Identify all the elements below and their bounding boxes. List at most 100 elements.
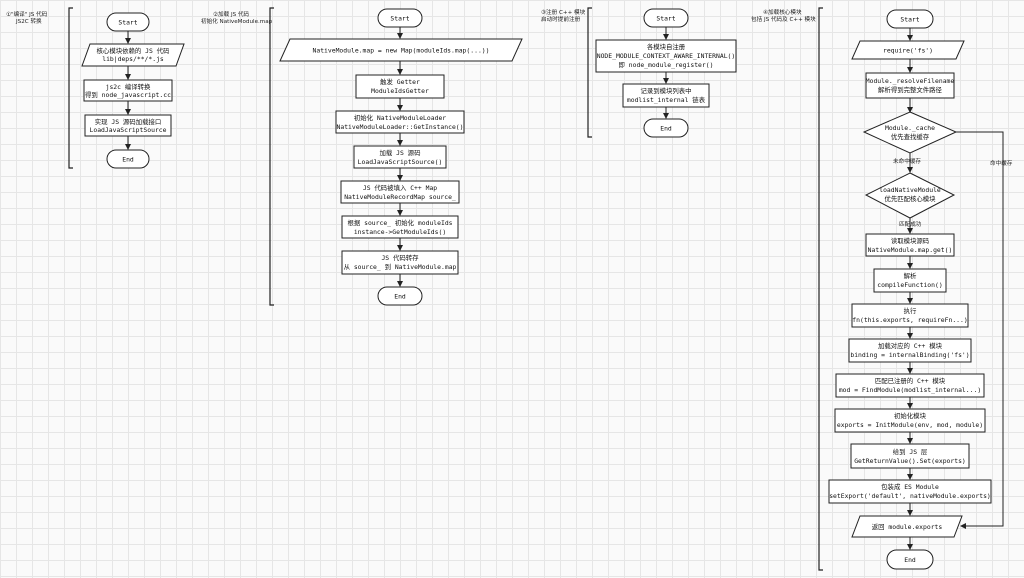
s4-edge-label-cache-miss: 未命中缓存 xyxy=(893,157,921,165)
s3-step-1-process: 各模块自注册 NODE_MODULE_CONTEXT_AWARE_INTERNA… xyxy=(595,39,737,73)
s3-end-label: End xyxy=(660,125,672,133)
s3-start-label: Start xyxy=(656,15,675,23)
s2-step-3-line-2: NativeModuleLoader::GetInstance() xyxy=(337,123,464,131)
s2-step-6-process: 根据 source_ 初始化 moduleIds instance->GetMo… xyxy=(341,215,459,239)
s4-step-2-line-1: Module._resolveFilename xyxy=(866,77,955,85)
section-4-title-line-2: 包括 JS 代码及 C++ 模块 xyxy=(751,15,816,23)
section-1-bracket xyxy=(68,7,73,169)
s4-step-12-line-2: setExport('default', nativeModule.export… xyxy=(829,492,991,500)
s2-step-7-line-1: JS 代码转存 xyxy=(381,253,419,262)
s3-step-1-line-2: NODE_MODULE_CONTEXT_AWARE_INTERNAL() xyxy=(597,52,736,60)
section-2: ②加载 JS 代码 初始化 NativeModule.map Start Nat… xyxy=(201,7,523,306)
s4-start-label: Start xyxy=(900,16,919,24)
section-1-title-line-2: JS2C 转换 xyxy=(15,17,42,25)
s1-start-label: Start xyxy=(118,19,137,27)
s1-step-2-line-1: js2c 编译转换 xyxy=(106,82,151,91)
s2-step-4-process: 加载 JS 源码 LoadJavaScriptSource() xyxy=(353,145,447,169)
section-1: ①"编译" JS 代码 JS2C 转换 Start 核心模块依赖的 JS 代码 … xyxy=(6,7,185,169)
s4-step-2-line-2: 解析得到完整文件路径 xyxy=(878,85,943,94)
s1-step-1-line-2: lib|deps/**/*.js xyxy=(102,55,164,63)
s4-step-1-io: require('fs') xyxy=(851,40,965,60)
s4-step-7-line-1: 执行 xyxy=(904,306,917,315)
s4-step-9-line-1: 匹配已注册的 C++ 模块 xyxy=(875,376,946,385)
s2-step-5-process: JS 代码被填入 C++ Map NativeModuleRecordMap s… xyxy=(340,180,460,204)
s2-step-3-line-1: 初始化 NativeModuleLoader xyxy=(354,113,446,122)
s1-step-1-io: 核心模块依赖的 JS 代码 lib|deps/**/*.js xyxy=(81,43,185,67)
s2-step-2-line-1: 触发 Getter xyxy=(380,77,420,86)
s1-step-2-process: js2c 编译转换 得到 node_javascript.cc xyxy=(83,79,173,102)
s1-step-3-line-2: LoadJavaScriptSource xyxy=(90,126,167,134)
s4-step-3-line-1: Module._cache xyxy=(885,124,935,132)
s3-step-2-line-1: 记录到模块列表中 xyxy=(640,86,691,95)
section-4-bracket xyxy=(818,7,823,571)
s2-step-4-line-2: LoadJavaScriptSource() xyxy=(358,158,443,166)
section-4-title-line-1: ④加载核心模块 xyxy=(763,8,802,16)
s4-step-8-process: 加载对应的 C++ 模块 binding = internalBinding('… xyxy=(848,338,972,363)
s2-start-node: Start xyxy=(377,8,423,28)
s4-step-10-line-2: exports = InitModule(env, mod, module) xyxy=(837,421,983,429)
s1-end-node: End xyxy=(106,149,150,169)
s4-step-7-process: 执行 fn(this.exports, requireFn...) xyxy=(851,303,969,328)
s2-step-2-process: 触发 Getter ModuleIdsGetter xyxy=(355,74,445,99)
section-2-bracket xyxy=(269,7,274,306)
s2-step-3-process: 初始化 NativeModuleLoader NativeModuleLoade… xyxy=(335,110,465,134)
s4-step-2-process: Module._resolveFilename 解析得到完整文件路径 xyxy=(865,72,955,99)
s3-step-1-line-1: 各模块自注册 xyxy=(647,42,686,51)
s4-step-13-io: 返回 module.exports xyxy=(851,515,963,538)
s4-step-11-line-2: GetReturnValue().Set(exports) xyxy=(854,457,966,465)
s4-step-1-line-1: require('fs') xyxy=(883,47,933,55)
s4-step-3-line-2: 优先查找缓存 xyxy=(891,132,930,141)
s4-step-4-line-2: 优先匹配核心模块 xyxy=(884,194,936,203)
s4-step-12-process: 包装成 ES Module setExport('default', nativ… xyxy=(828,479,992,504)
s4-step-8-line-2: binding = internalBinding('fs') xyxy=(850,351,969,359)
s2-start-label: Start xyxy=(390,15,409,23)
section-3-bracket xyxy=(587,7,592,138)
s4-step-6-line-2: compileFunction() xyxy=(877,281,942,289)
s3-step-1-line-3: 即 node_module_register() xyxy=(619,61,714,69)
s2-step-1-line-1: NativeModule.map = new Map(moduleIds.map… xyxy=(313,47,490,55)
s4-step-4-line-1: loadNativeModule xyxy=(879,186,941,194)
s4-step-6-process: 解析 compileFunction() xyxy=(873,268,947,293)
section-2-title-line-1: ②加载 JS 代码 xyxy=(213,10,250,18)
section-3-title-line-2: 启动时提前注册 xyxy=(541,15,581,23)
s4-step-13-line-1: 返回 module.exports xyxy=(872,523,943,531)
s4-step-5-line-2: NativeModule.map.get() xyxy=(868,246,953,254)
s1-step-1-line-1: 核心模块依赖的 JS 代码 xyxy=(97,46,170,55)
s3-end-node: End xyxy=(643,118,689,138)
s1-end-label: End xyxy=(122,156,134,164)
section-3-title-line-1: ③注册 C++ 模块 xyxy=(541,8,586,16)
s2-step-5-line-2: NativeModuleRecordMap source_ xyxy=(344,193,456,201)
s4-step-9-line-2: mod = FindModule(modlist_internal...) xyxy=(839,386,981,394)
s4-step-10-line-1: 初始化模块 xyxy=(894,411,927,420)
section-4: ④加载核心模块 包括 JS 代码及 C++ 模块 未命中缓存 命中缓存 匹配成功… xyxy=(751,7,1013,571)
s2-step-7-line-2: 从 source_ 到 NativeModule.map xyxy=(344,263,457,271)
s1-start-node: Start xyxy=(106,12,150,32)
section-2-title-line-2: 初始化 NativeModule.map xyxy=(201,17,273,25)
s1-step-3-line-1: 实现 JS 源码加载接口 xyxy=(95,117,162,126)
s4-end-label: End xyxy=(904,556,916,564)
s4-step-11-line-1: 给到 JS 层 xyxy=(893,447,928,456)
s2-end-node: End xyxy=(377,286,423,306)
s4-step-9-process: 匹配已注册的 C++ 模块 mod = FindModule(modlist_i… xyxy=(835,373,985,398)
s4-edge-label-cache-hit: 命中缓存 xyxy=(990,159,1013,167)
s2-step-2-line-2: ModuleIdsGetter xyxy=(371,87,429,95)
s2-step-6-line-2: instance->GetModuleIds() xyxy=(354,228,446,236)
section-1-title-line-1: ①"编译" JS 代码 xyxy=(6,10,48,18)
s4-step-6-line-1: 解析 xyxy=(904,271,917,280)
s4-step-10-process: 初始化模块 exports = InitModule(env, mod, mod… xyxy=(834,408,986,433)
s2-step-7-process: JS 代码转存 从 source_ 到 NativeModule.map xyxy=(341,250,459,275)
s2-step-1-io: NativeModule.map = new Map(moduleIds.map… xyxy=(279,38,523,62)
s4-step-7-line-2: fn(this.exports, requireFn...) xyxy=(852,316,967,324)
s4-end-node: End xyxy=(886,549,934,570)
s4-step-3-decision: Module._cache 优先查找缓存 xyxy=(862,111,958,154)
s4-step-8-line-1: 加载对应的 C++ 模块 xyxy=(878,341,943,350)
s3-start-node: Start xyxy=(643,8,689,28)
s4-step-5-process: 读取模块源码 NativeModule.map.get() xyxy=(865,233,955,257)
s2-step-5-line-1: JS 代码被填入 C++ Map xyxy=(363,183,437,192)
section-3: ③注册 C++ 模块 启动时提前注册 Start 各模块自注册 NODE_MOD… xyxy=(541,7,737,138)
s4-step-11-process: 给到 JS 层 GetReturnValue().Set(exports) xyxy=(850,443,970,469)
s4-step-5-line-1: 读取模块源码 xyxy=(891,236,929,245)
s4-edge-cache-hit xyxy=(956,131,1004,529)
s2-end-label: End xyxy=(394,293,406,301)
